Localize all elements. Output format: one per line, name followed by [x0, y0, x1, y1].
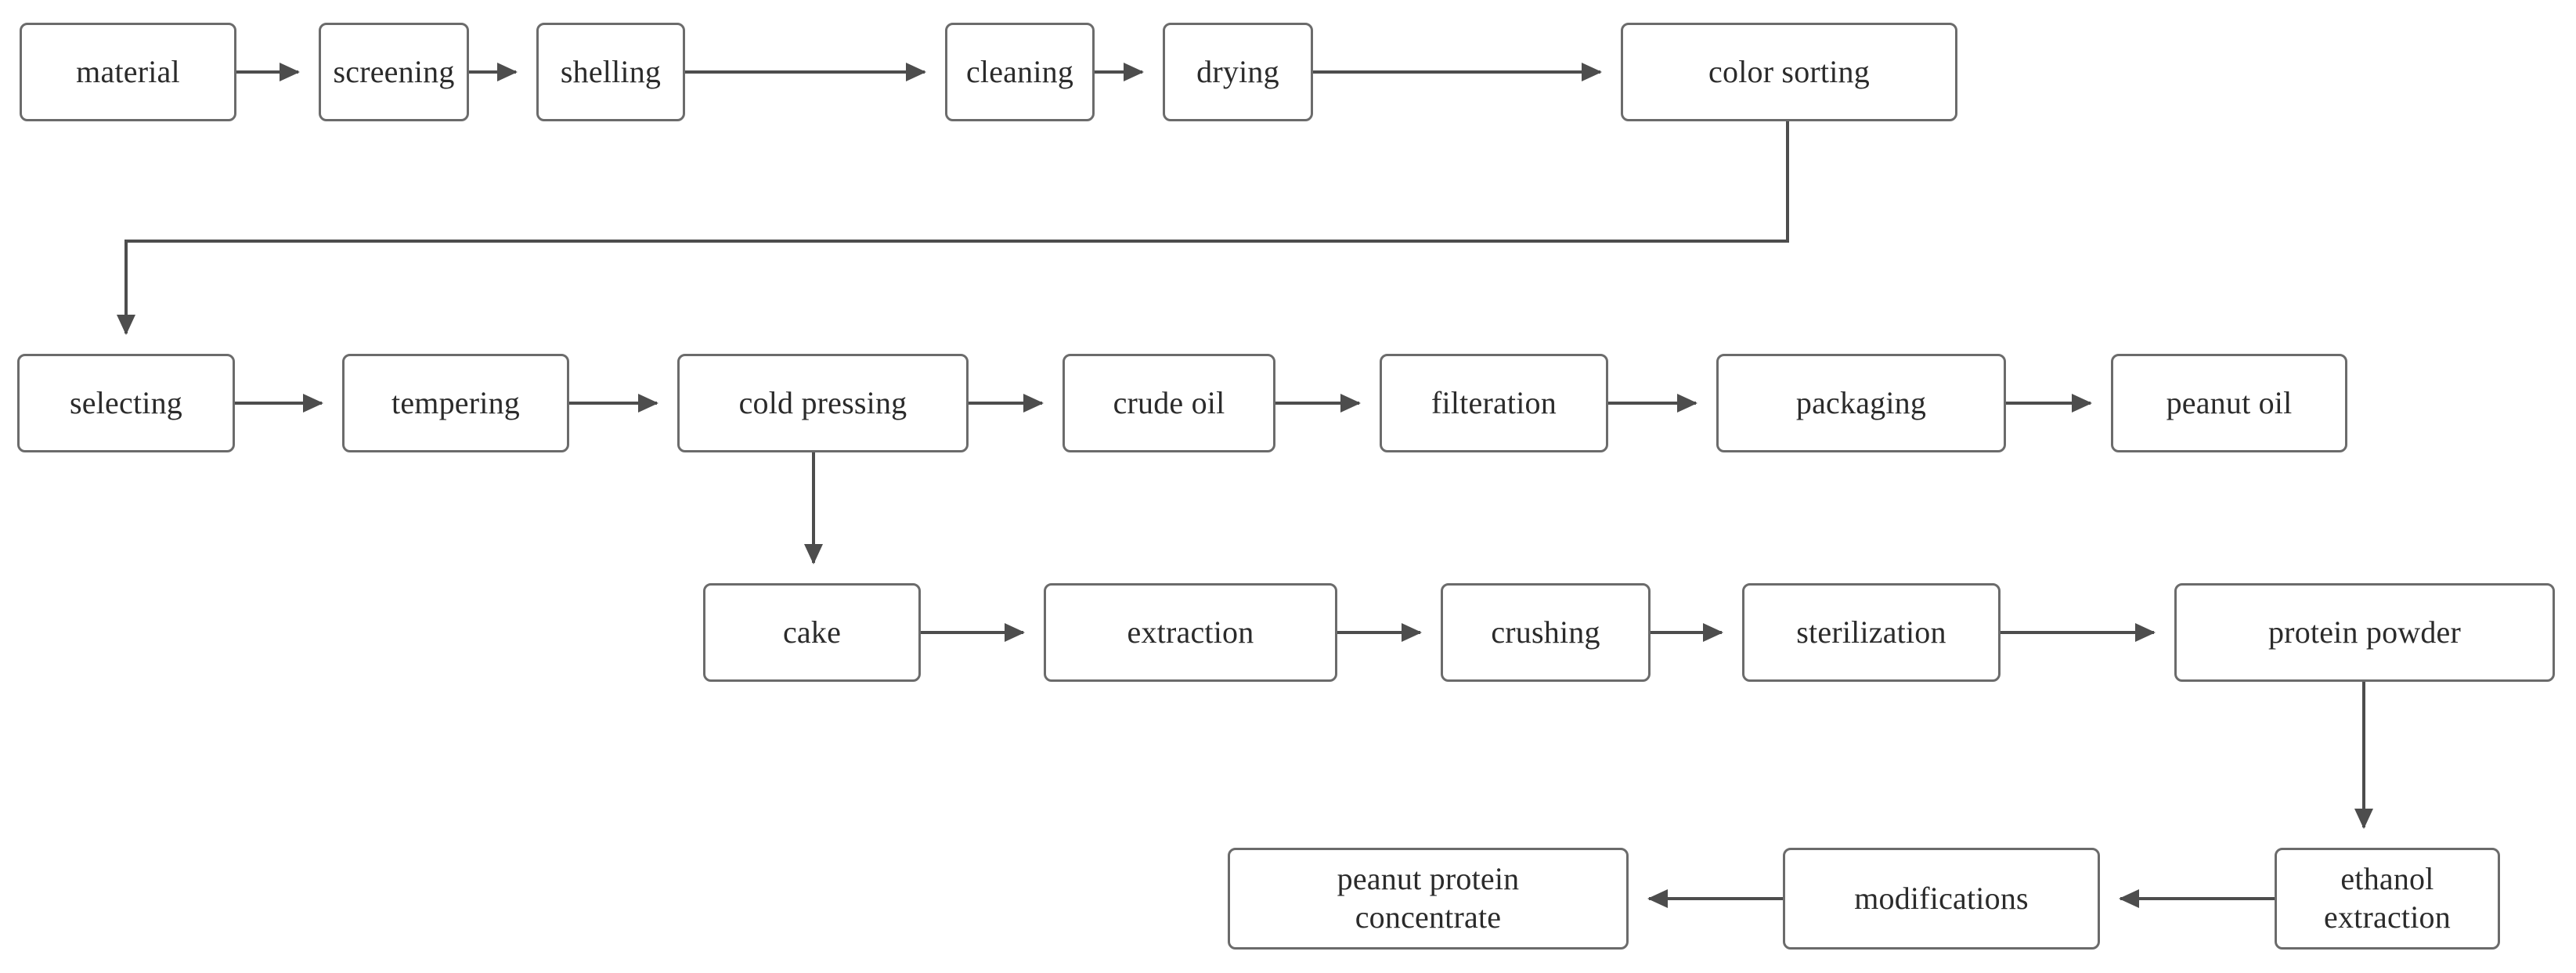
edge-color-sorting-to-selecting — [117, 121, 1789, 335]
node-label: screening — [333, 53, 455, 89]
node-label: peanut protein concentrate — [1337, 861, 1520, 935]
node-label: selecting — [70, 384, 182, 420]
node-drying[interactable]: drying — [1163, 23, 1313, 121]
node-packaging[interactable]: packaging — [1716, 354, 2006, 452]
node-ethanol-extraction[interactable]: ethanol extraction — [2275, 848, 2500, 950]
node-label: material — [76, 53, 180, 89]
node-sterilization[interactable]: sterilization — [1742, 583, 2001, 682]
node-label: filteration — [1431, 384, 1557, 420]
node-crude-oil[interactable]: crude oil — [1063, 354, 1275, 452]
node-label: protein powder — [2268, 614, 2462, 650]
node-screening[interactable]: screening — [319, 23, 469, 121]
node-label: extraction — [1127, 614, 1254, 650]
node-cold-pressing[interactable]: cold pressing — [677, 354, 969, 452]
node-cleaning[interactable]: cleaning — [945, 23, 1095, 121]
node-label: color sorting — [1708, 53, 1870, 89]
node-label: sterilization — [1796, 614, 1946, 650]
node-label: packaging — [1795, 384, 1927, 420]
node-tempering[interactable]: tempering — [342, 354, 569, 452]
node-label: cold pressing — [738, 384, 907, 420]
node-label: cleaning — [965, 53, 1074, 89]
node-label: drying — [1196, 53, 1279, 89]
node-label: peanut oil — [2166, 384, 2293, 420]
node-label: ethanol extraction — [2324, 861, 2451, 935]
node-crushing[interactable]: crushing — [1441, 583, 1651, 682]
node-selecting[interactable]: selecting — [17, 354, 235, 452]
node-modifications[interactable]: modifications — [1783, 848, 2100, 950]
node-label: crude oil — [1113, 384, 1225, 420]
node-cake[interactable]: cake — [703, 583, 921, 682]
node-protein-powder[interactable]: protein powder — [2174, 583, 2555, 682]
node-material[interactable]: material — [20, 23, 236, 121]
node-label: crushing — [1491, 614, 1600, 650]
node-extraction[interactable]: extraction — [1044, 583, 1337, 682]
node-filteration[interactable]: filteration — [1380, 354, 1608, 452]
node-label: tempering — [391, 384, 520, 420]
node-label: shelling — [560, 53, 662, 89]
node-peanut-protein-concentrate[interactable]: peanut protein concentrate — [1228, 848, 1629, 950]
node-label: modifications — [1854, 880, 2029, 916]
node-peanut-oil[interactable]: peanut oil — [2111, 354, 2347, 452]
node-color-sorting[interactable]: color sorting — [1621, 23, 1957, 121]
node-shelling[interactable]: shelling — [536, 23, 685, 121]
node-label: cake — [782, 614, 842, 650]
